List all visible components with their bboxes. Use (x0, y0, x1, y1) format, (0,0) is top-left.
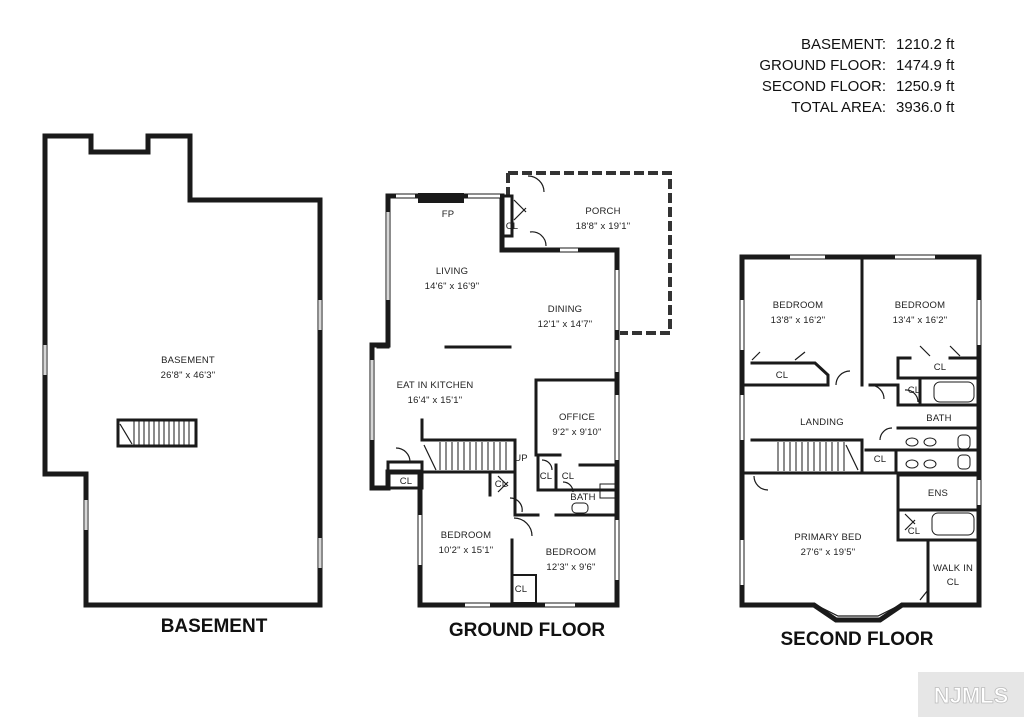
second-bath-label: BATH (926, 413, 951, 424)
porch-room-size: 18'8" x 19'1" (576, 221, 631, 232)
walk-in-label: WALK IN (933, 563, 973, 574)
bedroom1-room-size: 10'2" x 15'1" (439, 545, 494, 556)
area-label-total: TOTAL AREA: (791, 99, 886, 116)
office-room-name: OFFICE (559, 412, 595, 423)
kitchen-room-size: 16'4" x 15'1" (408, 395, 463, 406)
porch-outline (508, 171, 672, 335)
bedroom1-room-name: BEDROOM (441, 530, 492, 541)
landing-closet-label: CL (874, 454, 887, 465)
ground-floor-title: GROUND FLOOR (449, 620, 605, 641)
area-label-basement: BASEMENT: (801, 36, 886, 53)
second-bedroom2-closet: CL (934, 362, 947, 373)
area-label-ground: GROUND FLOOR: (759, 57, 886, 74)
hall-closet-label-1: CL (540, 471, 553, 482)
second-bedroom2-name: BEDROOM (895, 300, 946, 311)
area-value-ground: 1474.9 ft (896, 57, 955, 74)
basement-plan: BASEMENT 26'8" x 46'3" BASEMENT (42, 133, 323, 637)
watermark-text: NJMLS (934, 683, 1009, 708)
living-room-name: LIVING (436, 266, 468, 277)
second-floor-plan: BEDROOM 13'8" x 16'2" BEDROOM 13'4" x 16… (739, 254, 982, 650)
bedroom2-closet-label: CL (515, 584, 528, 595)
office-room-size: 9'2" x 9'10" (552, 427, 601, 438)
basement-outline (42, 133, 323, 608)
ensuite-label: ENS (928, 488, 948, 499)
area-value-basement: 1210.2 ft (896, 36, 955, 53)
area-summary: BASEMENT: 1210.2 ft GROUND FLOOR: 1474.9… (759, 36, 955, 116)
second-bedroom1-name: BEDROOM (773, 300, 824, 311)
fireplace (418, 193, 464, 203)
second-bath-closet: CL (908, 385, 921, 396)
ground-stairs (423, 442, 507, 471)
second-bedroom1-closet: CL (776, 370, 789, 381)
basement-room-name: BASEMENT (161, 355, 215, 366)
porch-closet-label: CL (506, 221, 519, 232)
landing-label: LANDING (800, 417, 844, 428)
fireplace-label: FP (442, 209, 455, 220)
bedroom2-room-size: 12'3" x 9'6" (546, 562, 595, 573)
area-value-total: 3936.0 ft (896, 99, 955, 116)
second-bedroom1-size: 13'8" x 16'2" (771, 315, 826, 326)
primary-bed-name: PRIMARY BED (794, 532, 861, 543)
hall-closet-label-2: CL (562, 471, 575, 482)
second-floor-stairs (777, 442, 859, 471)
area-value-second: 1250.9 ft (896, 78, 955, 95)
area-label-second: SECOND FLOOR: (762, 78, 886, 95)
basement-stairs (116, 418, 198, 448)
basement-room-size: 26'8" x 46'3" (161, 370, 216, 381)
ground-floor-plan: FP CL PORCH 18'8" x 19'1" LIVING 14'6" x… (369, 171, 672, 641)
second-floor-title: SECOND FLOOR (780, 629, 933, 650)
primary-bed-size: 27'6" x 19'5" (801, 547, 856, 558)
dining-room-size: 12'1" x 14'7" (538, 319, 593, 330)
second-bedroom2-size: 13'4" x 16'2" (893, 315, 948, 326)
kitchen-closet-label: CL (400, 476, 413, 487)
kitchen-room-name: EAT IN KITCHEN (397, 380, 474, 391)
bedroom2-room-name: BEDROOM (546, 547, 597, 558)
second-floor-outline (739, 254, 982, 623)
njmls-watermark: NJMLS (918, 672, 1024, 717)
stairs-up-label: UP (514, 453, 528, 464)
ensuite-closet-label: CL (908, 526, 921, 537)
porch-room-name: PORCH (585, 206, 620, 217)
bedroom-closet-label: CL (495, 479, 508, 490)
basement-title: BASEMENT (161, 616, 268, 637)
ground-bath-label: BATH (570, 492, 595, 503)
living-room-size: 14'6" x 16'9" (425, 281, 480, 292)
walk-in-closet-label: CL (947, 577, 960, 588)
dining-room-name: DINING (548, 304, 582, 315)
